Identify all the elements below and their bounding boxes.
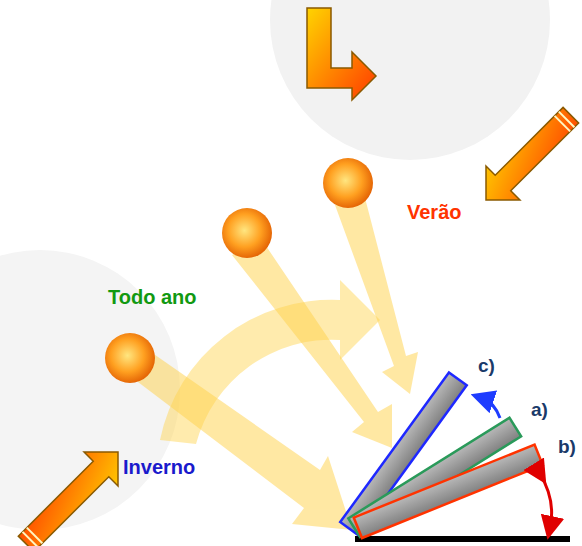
sun <box>105 333 155 383</box>
sun <box>323 158 373 208</box>
pointer-arrow <box>9 435 135 546</box>
sun <box>222 208 272 258</box>
rotation-arrow <box>482 398 500 418</box>
panel-letter: c) <box>478 356 495 375</box>
background-circle <box>270 0 550 160</box>
solar-panel <box>354 445 543 538</box>
season-label: Verão <box>407 202 461 222</box>
angle-arrow <box>540 474 552 528</box>
pointer-arrow <box>469 98 582 217</box>
ground-line <box>355 536 570 542</box>
season-label: Todo ano <box>108 287 197 307</box>
panel-letter: a) <box>531 400 548 419</box>
panel-letter: b) <box>558 437 576 456</box>
season-label: Inverno <box>123 457 195 477</box>
pointer-arrow <box>307 8 376 100</box>
